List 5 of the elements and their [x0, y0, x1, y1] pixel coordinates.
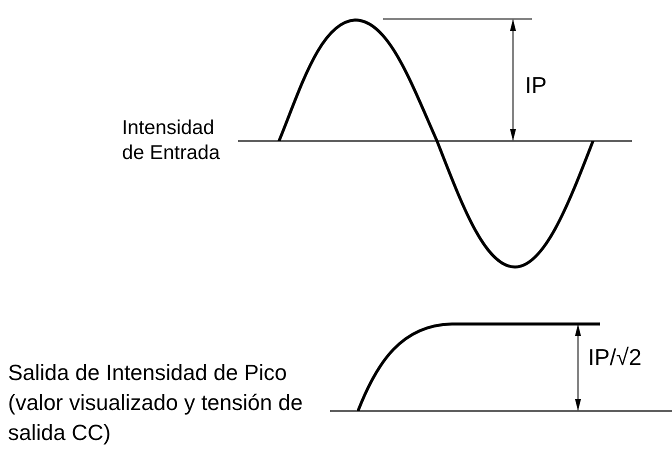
dimension-label: IP — [525, 71, 547, 100]
leader-line — [330, 410, 357, 412]
output-label: Salida de Intensidad de Pico (valor visualizado y tensión de salida CC) — [8, 359, 304, 447]
dimension-label: IP/√2 — [588, 343, 642, 372]
input-label: Intensidad de Entrada — [122, 116, 221, 166]
